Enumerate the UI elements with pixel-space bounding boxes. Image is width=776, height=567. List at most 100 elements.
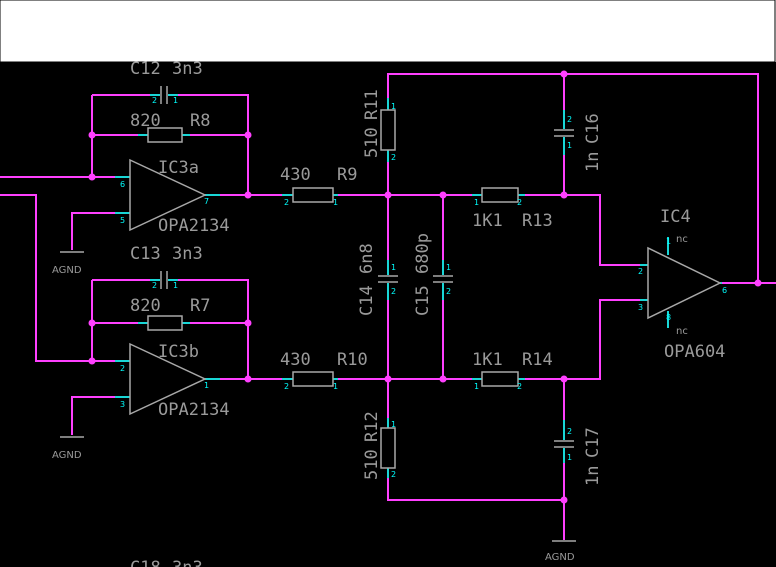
pin-number: 2 xyxy=(391,287,396,296)
nc-label: nc xyxy=(676,234,688,245)
net-wires xyxy=(0,73,776,540)
ground-label: AGND xyxy=(545,552,575,563)
capacitor-c16[interactable]: 2 1 1n C16 xyxy=(554,110,603,172)
ic3b-name: IC3b xyxy=(158,342,199,362)
c13-value: 3n3 xyxy=(172,244,203,264)
ic3a-value: OPA2134 xyxy=(158,216,230,236)
pin-number: 1 xyxy=(204,381,209,390)
pin-number: 6 xyxy=(120,180,125,189)
ground-symbol: AGND xyxy=(545,540,576,563)
pin-number: 2 xyxy=(517,198,522,207)
pin-number: 1 xyxy=(666,237,671,246)
pin-number: 2 xyxy=(638,267,643,276)
r9-value: 430 xyxy=(280,165,311,185)
ic4-value: OPA604 xyxy=(664,342,725,362)
r7-value: 820 xyxy=(130,296,161,316)
pin-number: 2 xyxy=(152,281,157,290)
pin-number: 2 xyxy=(446,287,451,296)
pin-number: 2 xyxy=(567,115,572,124)
ground-label: AGND xyxy=(52,450,82,461)
pin-number: 3 xyxy=(638,303,643,312)
resistor-r12[interactable]: 1 2 510 R12 xyxy=(362,411,396,480)
pin-number: 1 xyxy=(173,96,178,105)
r13-value: 1K1 xyxy=(472,211,503,231)
resistor-r10[interactable]: 2 1 430 R10 xyxy=(280,350,368,391)
pin-number: 2 xyxy=(567,427,572,436)
c14-value: 6n8 xyxy=(357,243,377,274)
r12-value: 510 xyxy=(362,449,382,480)
pin-number: 2 xyxy=(284,198,289,207)
pin-number: 1 xyxy=(333,382,338,391)
resistor-r9[interactable]: 2 1 430 R9 xyxy=(280,165,357,207)
r14-value: 1K1 xyxy=(472,350,503,370)
resistor-r11[interactable]: 1 2 510 R11 xyxy=(362,89,396,162)
pin-number: 6 xyxy=(722,286,727,295)
ic3b-value: OPA2134 xyxy=(158,400,230,420)
pin-number: 2 xyxy=(284,382,289,391)
nc-label: nc xyxy=(676,326,688,337)
pin-number: 1 xyxy=(567,453,572,462)
pin-number: 1 xyxy=(391,102,396,111)
c12-value: 3n3 xyxy=(172,59,203,79)
c15-value: 680p xyxy=(413,233,433,274)
r7-name: R7 xyxy=(190,296,210,316)
pin-number: 1 xyxy=(567,141,572,150)
c14-name: C14 xyxy=(357,285,377,316)
capacitor-c15[interactable]: 1 2 C15 680p xyxy=(413,233,453,316)
opamp-ic3b[interactable]: 2 3 1 IC3b OPA2134 xyxy=(115,342,230,420)
capacitor-c12[interactable]: 2 1 C12 3n3 xyxy=(130,59,203,105)
ic4-name: IC4 xyxy=(660,207,691,227)
resistor-r7[interactable]: 820 R7 xyxy=(130,296,210,331)
pin-number: 7 xyxy=(204,197,209,206)
resistor-r8[interactable]: 820 R8 xyxy=(130,111,210,143)
r13-name: R13 xyxy=(522,211,553,231)
pin-number: 8 xyxy=(666,313,671,322)
opamp-ic3a[interactable]: 6 5 7 IC3a OPA2134 xyxy=(115,158,230,236)
pin-number: 2 xyxy=(517,382,522,391)
capacitor-c17[interactable]: 2 1 1n C17 xyxy=(554,420,603,486)
resistor-r13[interactable]: 1 2 1K1 R13 xyxy=(472,187,553,231)
pin-number: 1 xyxy=(333,198,338,207)
r11-value: 510 xyxy=(362,127,382,158)
ground-symbol: AGND xyxy=(52,212,115,276)
r8-value: 820 xyxy=(130,111,161,131)
c17-value: 1n xyxy=(583,466,603,486)
capacitor-c14[interactable]: 1 2 C14 6n8 xyxy=(357,243,398,316)
c12-name: C12 xyxy=(130,59,161,79)
capacitor-c18-label: C18 3n3 xyxy=(130,558,203,567)
capacitor-c13[interactable]: 2 1 C13 3n3 xyxy=(130,244,203,290)
pin-number: 1 xyxy=(474,382,479,391)
pin-number: 3 xyxy=(120,400,125,409)
r14-name: R14 xyxy=(522,350,553,370)
r8-name: R8 xyxy=(190,111,210,131)
pin-number: 1 xyxy=(391,263,396,272)
r11-name: R11 xyxy=(362,89,382,120)
c15-name: C15 xyxy=(413,285,433,316)
r10-value: 430 xyxy=(280,350,311,370)
c16-name: C16 xyxy=(583,113,603,144)
pin-number: 2 xyxy=(152,96,157,105)
pin-number: 1 xyxy=(474,198,479,207)
c13-name: C13 xyxy=(130,244,161,264)
c17-name: C17 xyxy=(583,427,603,458)
ic3a-name: IC3a xyxy=(158,158,199,178)
pin-number: 2 xyxy=(391,470,396,479)
pin-number: 1 xyxy=(173,281,178,290)
ground-label: AGND xyxy=(52,265,82,276)
r10-name: R10 xyxy=(337,350,368,370)
pin-number: 5 xyxy=(120,216,125,225)
r9-name: R9 xyxy=(337,165,357,185)
junction-dots xyxy=(88,70,762,504)
pin-number: 2 xyxy=(120,364,125,373)
pin-number: 1 xyxy=(446,263,451,272)
opamp-ic4[interactable]: 2 3 6 1 8 nc nc IC4 OPA604 xyxy=(638,207,727,362)
c18-name: C18 xyxy=(130,558,161,567)
ground-symbol: AGND xyxy=(52,396,115,461)
pin-number: 2 xyxy=(391,153,396,162)
c18-value: 3n3 xyxy=(172,558,203,567)
resistor-r14[interactable]: 1 2 1K1 R14 xyxy=(472,350,553,391)
pin-number: 1 xyxy=(391,420,396,429)
c16-value: 1n xyxy=(583,152,603,172)
